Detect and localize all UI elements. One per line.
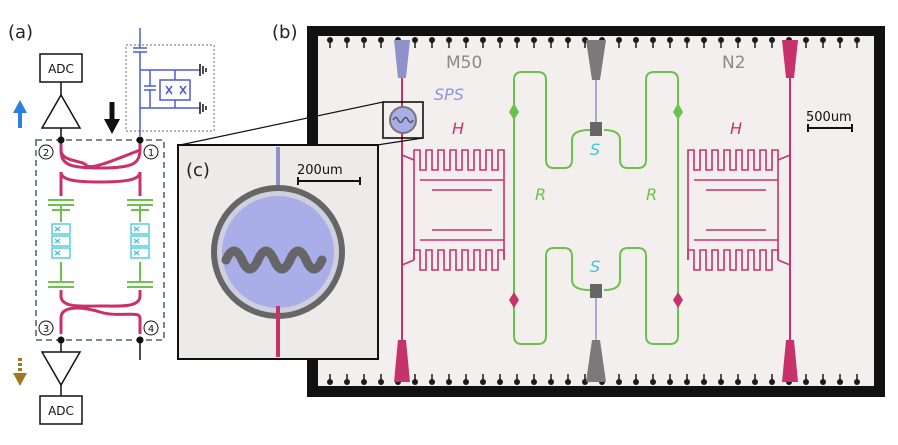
coupler-markers [509, 103, 683, 308]
device-boundary [35, 139, 165, 341]
adc-top-label: ADC [48, 62, 74, 76]
hybrid-right-label: H [730, 119, 742, 138]
adc-bottom-box [39, 395, 83, 425]
port-2-label: 2 [43, 148, 49, 159]
port-labels: 2 1 3 4 [38, 144, 159, 336]
adc-top-box [39, 53, 83, 83]
adc-bottom-label: ADC [48, 404, 74, 418]
bond-pads [394, 40, 798, 382]
resonator-right [127, 199, 153, 288]
sps-circle-inner [222, 196, 334, 308]
hybrid-left-label: H [452, 119, 464, 138]
panel-c-inset: (c) 200um [177, 144, 379, 360]
squid-top-label: S [590, 140, 600, 159]
resonator-left [48, 199, 74, 288]
chip-scale-bar [807, 124, 853, 132]
squid-array-left-icon [51, 223, 71, 259]
resonators-green [513, 71, 679, 345]
output-arrow-up-icon [13, 100, 27, 128]
squid-array-right-icon [130, 223, 150, 259]
panel-b-label: (b) [272, 22, 297, 43]
hybrid-couplers [59, 140, 142, 334]
hybrid-meander-left [413, 149, 505, 271]
pump-inset-box [125, 44, 215, 132]
input-arrow-down-icon [104, 102, 120, 134]
chip-corner-left-label: M50 [446, 53, 482, 73]
pump-circuit [133, 28, 207, 136]
amplifier-top-icon [40, 93, 82, 129]
hybrid-connectors [401, 154, 791, 266]
inset-scale-bar [297, 177, 361, 185]
port-3-label: 3 [43, 324, 49, 335]
inset-scale-label: 200um [297, 163, 343, 178]
output-arrow-down-dashed-icon [13, 358, 27, 386]
chip-corner-right-label: N2 [722, 53, 746, 73]
panel-b-chip: (b) M50 N2 SPS H H [179, 22, 885, 397]
resonator-left-label: R [535, 185, 546, 204]
panel-a-circuit: (a) ADC [8, 22, 215, 425]
resonator-right-label: R [646, 185, 657, 204]
squid-bottom-label: S [590, 257, 600, 276]
sps-meander [221, 246, 327, 274]
chip-scale-label: 500um [806, 110, 852, 125]
port-1-label: 1 [148, 148, 154, 159]
hybrid-meander-right [687, 149, 779, 271]
sps-highlight-box [382, 101, 424, 139]
port-4-label: 4 [148, 324, 154, 335]
panel-a-label: (a) [8, 22, 33, 43]
sps-label: SPS [434, 85, 464, 104]
amplifier-bottom-icon [40, 351, 82, 387]
panel-c-label: (c) [186, 160, 210, 181]
